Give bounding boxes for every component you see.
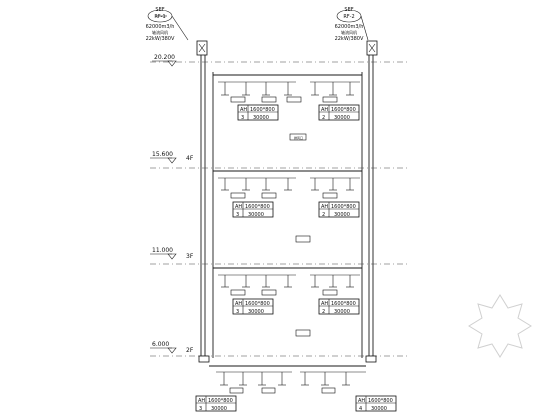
fan-rf1-tag: SEF RF-1 62000m3/h 轴流风机 22kW/380V: [146, 7, 189, 42]
branch-floor-2: [198, 355, 377, 394]
floor-3f: 3F: [186, 253, 194, 260]
fan-rf1-id: SEF: [155, 7, 164, 13]
svg-text:30000: 30000: [334, 212, 350, 218]
svg-text:30000: 30000: [334, 309, 350, 315]
svg-text:AH: AH: [321, 107, 328, 113]
fan-rf2-tag: SEF RF-2 62000m3/h 轴流风机 22kW/380V: [335, 7, 369, 42]
svg-text:1600*800: 1600*800: [245, 301, 270, 307]
svg-text:30000: 30000: [248, 212, 264, 218]
svg-text:AH: AH: [235, 301, 242, 307]
ah-unit-2f-right: AH 1600*800 4 30000: [355, 395, 397, 412]
ah-unit-2f-left: AH 1600*800 3 30000: [195, 395, 237, 412]
level-elev-11000: 11.000: [152, 247, 173, 254]
fan-rf2-note: 轴流风机: [341, 29, 357, 35]
star-outline-icon: [468, 294, 532, 358]
svg-text:1600*800: 1600*800: [250, 107, 275, 113]
svg-text:1600*800: 1600*800: [331, 107, 356, 113]
risers: [200, 55, 374, 360]
fan-rf2-no: RF-2: [343, 14, 354, 20]
svg-text:AH: AH: [321, 204, 328, 210]
svg-text:AH: AH: [358, 398, 365, 404]
fan-rf1-power: 22kW/380V: [146, 36, 175, 42]
branch-floor-3: [213, 267, 362, 337]
roof-fan-right: [366, 40, 378, 56]
level-elev-15600: 15.600: [152, 151, 173, 158]
ah-unit-top-left: AH 1600*800 3 30000: [237, 104, 279, 121]
svg-text:1600*800: 1600*800: [208, 398, 233, 404]
svg-text:1600*800: 1600*800: [331, 301, 356, 307]
fan-rf2-power: 22kW/380V: [335, 36, 364, 42]
level-elev-6000: 6.000: [152, 341, 169, 348]
svg-text:1600*800: 1600*800: [245, 204, 270, 210]
svg-text:30000: 30000: [248, 309, 264, 315]
level-lines: 20.200 15.600 4F 11.000 3F 6.000 2F: [150, 54, 410, 357]
ah-unit-3f-left: AH 1600*800 3 30000: [232, 298, 274, 315]
floor-4f: 4F: [186, 155, 194, 162]
roof-fan-left: [196, 40, 208, 56]
svg-text:AH: AH: [321, 301, 328, 307]
svg-text:2: 2: [322, 212, 325, 218]
svg-text:3: 3: [241, 115, 244, 121]
fan-rf2-id: SEF: [344, 7, 353, 13]
svg-text:30000: 30000: [371, 406, 387, 412]
svg-text:30000: 30000: [334, 115, 350, 121]
svg-text:4: 4: [359, 406, 362, 412]
svg-text:3: 3: [236, 309, 239, 315]
svg-text:AH: AH: [198, 398, 205, 404]
svg-text:AH: AH: [240, 107, 247, 113]
svg-text:3: 3: [236, 212, 239, 218]
fan-rf1-no: RF-1: [154, 14, 165, 20]
level-elev-20200: 20.200: [154, 54, 175, 61]
diffuser-row: [221, 82, 354, 96]
ah-unit-top-right: AH 1600*800 2 30000: [318, 104, 360, 121]
ah-unit-4f-left: AH 1600*800 3 30000: [232, 201, 274, 218]
svg-text:2: 2: [322, 309, 325, 315]
svg-text:AH: AH: [235, 204, 242, 210]
svg-text:1600*800: 1600*800: [368, 398, 393, 404]
ah-unit-3f-right: AH 1600*800 2 30000: [318, 298, 360, 315]
ah-unit-4f-right: AH 1600*800 2 30000: [318, 201, 360, 218]
svg-text:3: 3: [199, 406, 202, 412]
svg-text:1600*800: 1600*800: [331, 204, 356, 210]
fan-rf1-note: 轴流风机: [152, 29, 168, 35]
branch-floor-top: 排风口: [213, 74, 362, 141]
svg-text:2: 2: [322, 115, 325, 121]
fan-rf2-flow: 62000m3/h: [335, 24, 364, 30]
floor-2f: 2F: [186, 347, 194, 354]
outlet-label-top: 排风口: [294, 135, 303, 140]
branch-floor-4: [213, 170, 362, 243]
svg-text:30000: 30000: [211, 406, 227, 412]
fan-rf1-flow: 62000m3/h: [146, 24, 175, 30]
svg-text:30000: 30000: [253, 115, 269, 121]
